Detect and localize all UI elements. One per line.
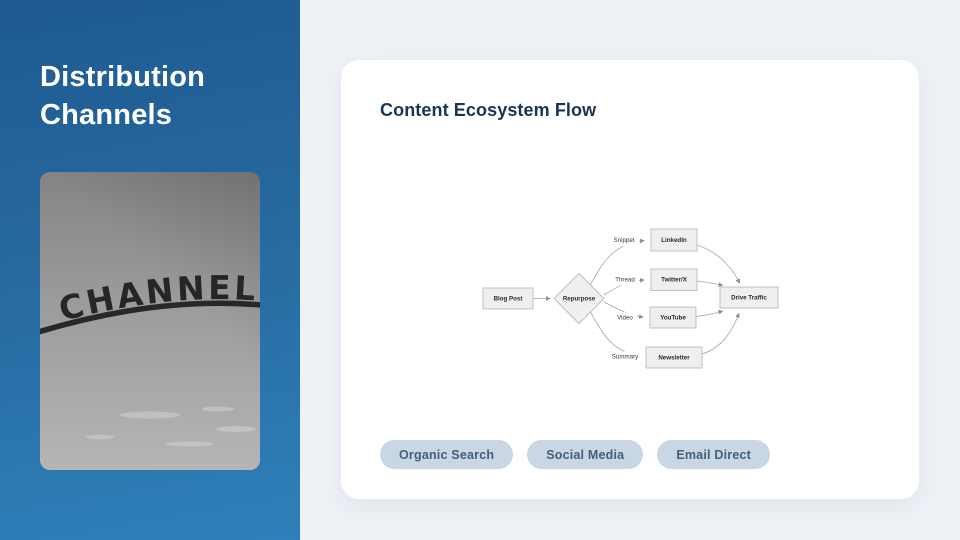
edge-label-video: Video [617,315,633,322]
node-blog-post: Blog Post [482,287,534,310]
badge-organic-search: Organic Search [380,440,514,469]
content-flow-diagram: Snippet Thread Video Summary Blog Post R… [482,228,779,369]
edge-label-snippet: Snippet [614,237,635,244]
edge-repurpose-youtube [603,301,644,320]
edge-linkedin-drivetraffic [696,244,740,284]
node-linkedin: LinkedIn [650,228,698,252]
svg-text:Twitter/X: Twitter/X [661,277,688,284]
channel-badges: Organic Search Social Media Email Direct [380,440,770,469]
content-card: Content Ecosystem Flow [341,60,919,499]
photo-arch-bar [40,300,260,335]
edge-twitter-drivetraffic [696,280,724,287]
sidebar: Distribution Channels [0,0,300,540]
svg-text:Repurpose: Repurpose [563,296,596,303]
edge-label-thread: Thread [615,277,635,284]
photo-clouds [86,406,256,447]
node-drive-traffic: Drive Traffic [719,286,779,309]
node-newsletter: Newsletter [645,346,703,369]
channel-photo-illustration: CHANNEL [40,172,260,470]
edge-newsletter-drivetraffic [701,312,740,355]
node-twitter-x: Twitter/X [650,268,698,291]
node-youtube: YouTube [649,306,697,329]
svg-text:YouTube: YouTube [660,315,686,322]
svg-text:Drive Traffic: Drive Traffic [731,295,767,302]
node-repurpose: Repurpose [553,272,605,325]
channel-photo: CHANNEL [40,172,260,470]
svg-text:Blog Post: Blog Post [494,296,523,303]
edge-label-summary: Summary [612,354,639,361]
card-title: Content Ecosystem Flow [380,100,597,120]
diagram-edge-labels: Snippet Thread Video Summary [609,235,641,363]
badge-social-media: Social Media [527,440,644,469]
diagram-nodes: Blog Post Repurpose LinkedIn Twitter/X Y… [482,228,779,369]
svg-text:LinkedIn: LinkedIn [661,237,687,244]
badge-email-direct: Email Direct [657,440,770,469]
svg-text:Newsletter: Newsletter [658,354,690,361]
edge-youtube-drivetraffic [695,310,724,317]
slide-title: Distribution Channels [40,61,206,131]
main-area: Content Ecosystem Flow [300,0,960,540]
